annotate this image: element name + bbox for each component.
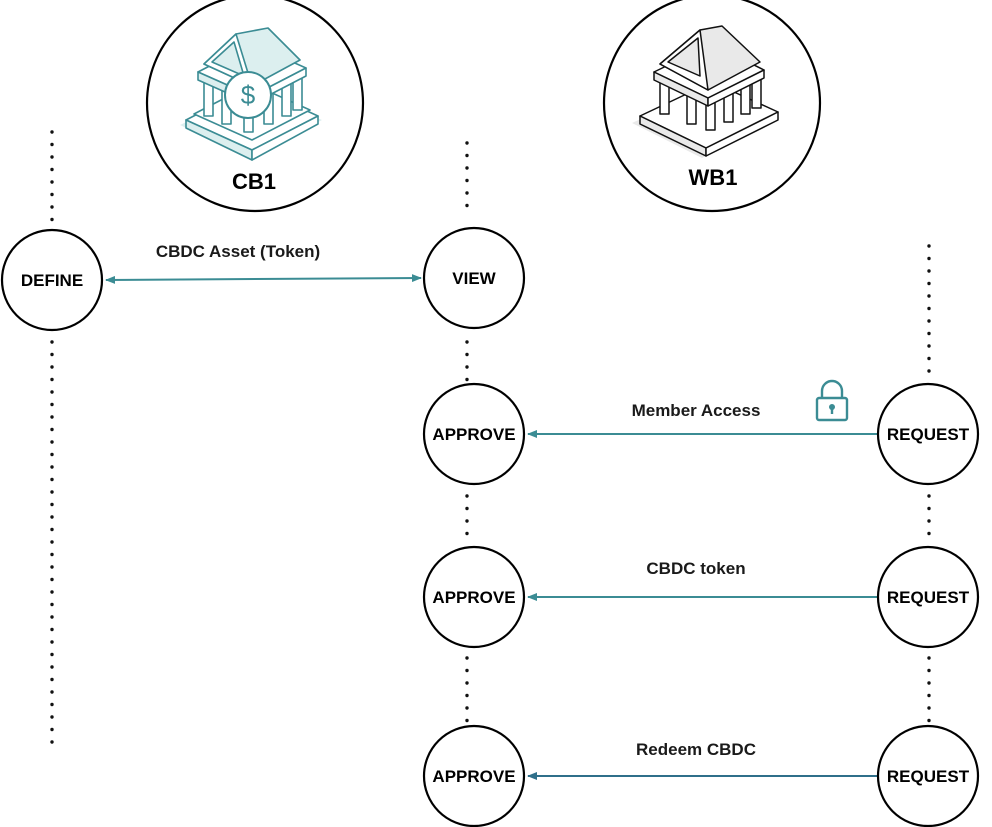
node-request-2-label: REQUEST (887, 588, 970, 607)
bank-building-icon (632, 25, 780, 158)
message-label-cbdc-asset: CBDC Asset (Token) (156, 242, 320, 261)
message-label-member-access: Member Access (632, 401, 761, 420)
node-request-cbdc-token: REQUEST (876, 545, 980, 649)
bank-cb1: $ CB1 (145, 0, 365, 213)
node-define-label: DEFINE (21, 271, 83, 290)
bank-wb1: WB1 (602, 0, 822, 213)
svg-text:$: $ (241, 80, 256, 110)
node-request-1-label: REQUEST (887, 425, 970, 444)
message-label-cbdc-token: CBDC token (646, 559, 745, 578)
bank-wb1-label: WB1 (689, 165, 738, 190)
node-approve-cbdc-token: APPROVE (422, 545, 526, 649)
node-view-label: VIEW (452, 269, 496, 288)
node-approve-3-label: APPROVE (432, 767, 515, 786)
node-request-3-label: REQUEST (887, 767, 970, 786)
node-view: VIEW (422, 226, 526, 330)
node-approve-member-access: APPROVE (422, 382, 526, 486)
padlock-icon (815, 379, 849, 422)
lifelines (50, 130, 931, 750)
node-approve-redeem: APPROVE (422, 724, 526, 827)
bank-cb1-label: CB1 (232, 169, 276, 194)
node-request-redeem: REQUEST (876, 724, 980, 827)
node-request-member-access: REQUEST (876, 382, 980, 486)
node-define: DEFINE (0, 228, 104, 332)
nodes: DEFINE VIEW APPROVE APPROVE APPROVE REQU… (0, 226, 980, 827)
node-approve-2-label: APPROVE (432, 588, 515, 607)
node-approve-1-label: APPROVE (432, 425, 515, 444)
bank-building-dollar-icon: $ (180, 27, 322, 161)
arrow-cbdc-asset (105, 274, 422, 284)
messages: CBDC Asset (Token) Member Access CBDC to… (105, 242, 877, 780)
message-label-redeem-cbdc: Redeem CBDC (636, 740, 756, 759)
